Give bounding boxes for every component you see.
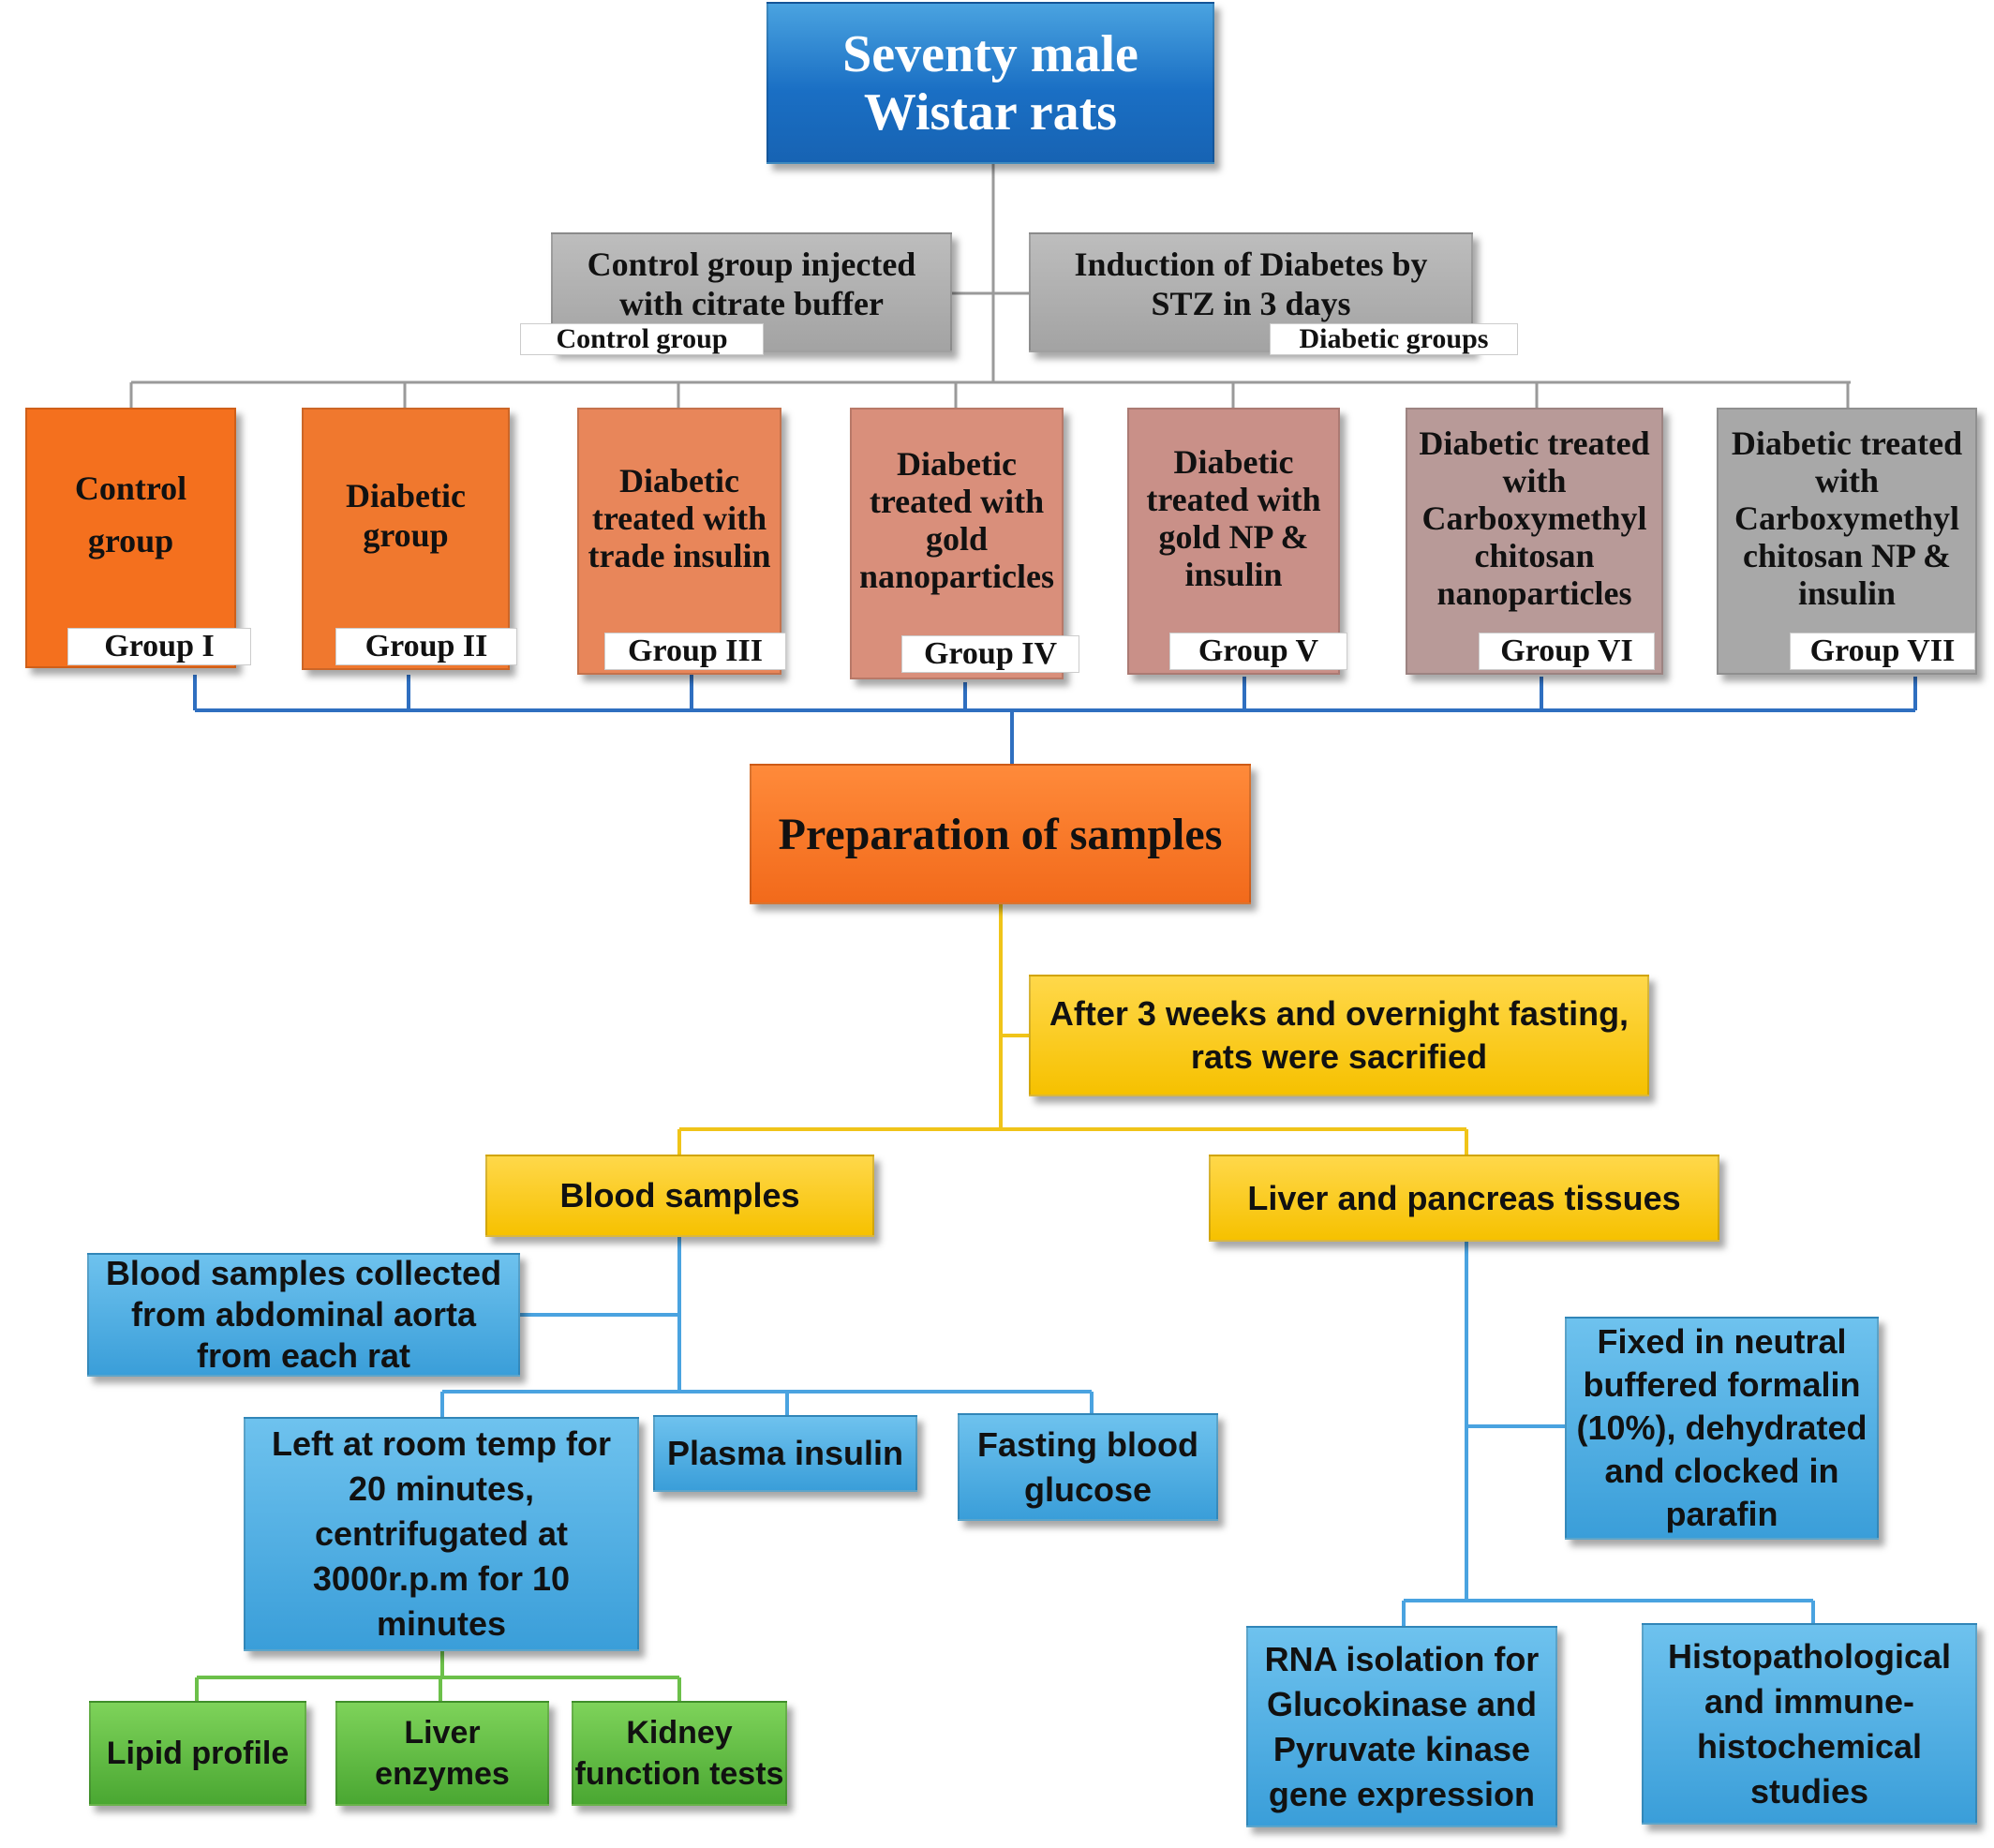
group-5-tag: Group V bbox=[1169, 633, 1347, 670]
kidney-function-box: Kidney function tests bbox=[572, 1701, 787, 1806]
group-6-tag: Group VI bbox=[1479, 633, 1655, 670]
group-3-box: Diabetic treated with trade insulin bbox=[577, 408, 781, 675]
fasting-glucose-box: Fasting blood glucose bbox=[958, 1413, 1218, 1521]
group-1-box: Control group bbox=[25, 408, 236, 668]
group-3-tag: Group III bbox=[604, 633, 786, 670]
diabetic-branch-tag: Diabetic groups bbox=[1270, 323, 1518, 355]
group-1-tag: Group I bbox=[67, 628, 251, 665]
group-6-box: Diabetic treated with Carboxymethyl chit… bbox=[1406, 408, 1663, 675]
sacrifice-box: After 3 weeks and overnight fasting, rat… bbox=[1029, 975, 1649, 1096]
centrifuge-box: Left at room temp for 20 minutes, centri… bbox=[244, 1417, 639, 1651]
blood-collected-box: Blood samples collected from abdominal a… bbox=[87, 1253, 520, 1377]
preparation-box: Preparation of samples bbox=[750, 764, 1251, 904]
group-4-tag: Group IV bbox=[901, 635, 1079, 673]
blood-samples-box: Blood samples bbox=[485, 1155, 874, 1237]
group-2-box: Diabetic group bbox=[302, 408, 510, 670]
tissue-box: Liver and pancreas tissues bbox=[1209, 1155, 1719, 1242]
fixed-box: Fixed in neutral buffered formalin (10%)… bbox=[1565, 1317, 1879, 1540]
group-4-box: Diabetic treated with gold nanoparticles bbox=[850, 408, 1064, 679]
group-7-box: Diabetic treated with Carboxymethyl chit… bbox=[1717, 408, 1977, 675]
group-7-tag: Group VII bbox=[1790, 633, 1975, 670]
group-5-box: Diabetic treated with gold NP & insulin bbox=[1127, 408, 1340, 675]
rna-isolation-box: RNA isolation for Glucokinase and Pyruva… bbox=[1246, 1626, 1557, 1827]
title-box: Seventy male Wistar rats bbox=[766, 2, 1214, 164]
group-2-tag: Group II bbox=[335, 628, 517, 665]
lipid-profile-box: Lipid profile bbox=[89, 1701, 306, 1806]
plasma-insulin-box: Plasma insulin bbox=[653, 1415, 917, 1492]
control-branch-tag: Control group bbox=[520, 323, 764, 355]
liver-enzymes-box: Liver enzymes bbox=[335, 1701, 549, 1806]
histopathology-box: Histopathological and immune- histochemi… bbox=[1642, 1623, 1977, 1825]
